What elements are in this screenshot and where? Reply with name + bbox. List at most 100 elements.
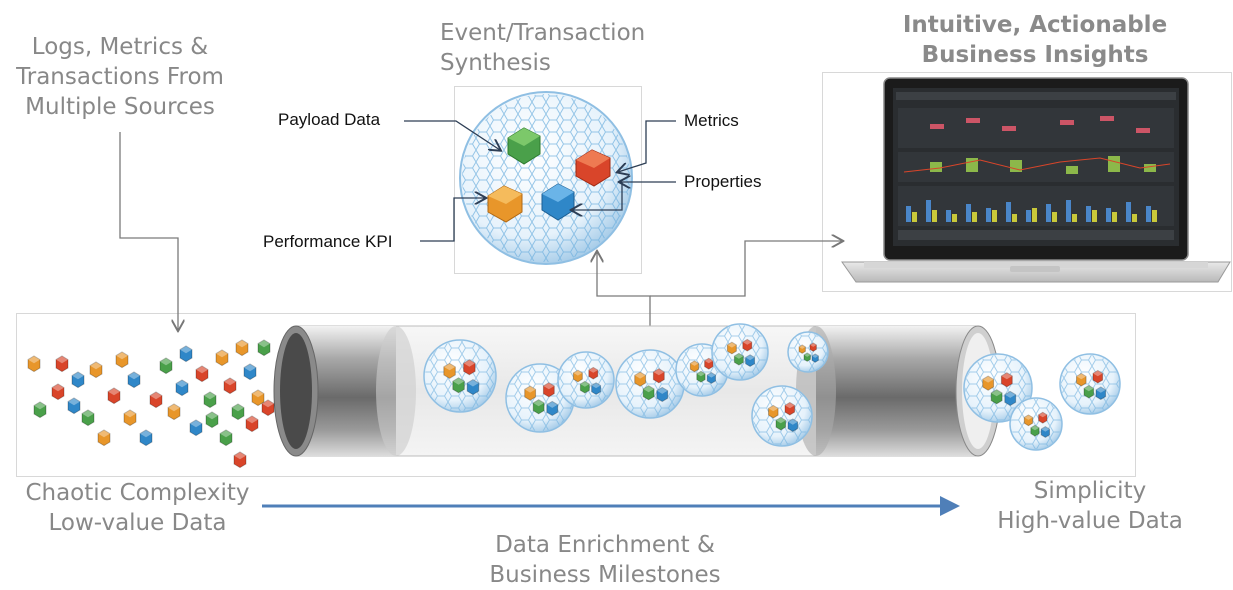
cube-icon: [33, 401, 47, 419]
enrichment-label: Data Enrichment & Business Milestones: [489, 532, 721, 588]
cube-icon: [532, 399, 545, 415]
cube-icon: [452, 377, 465, 394]
data-sphere-icon: [423, 339, 497, 413]
simplicity-label: Simplicity High-value Data: [997, 478, 1183, 534]
cube-icon: [1040, 426, 1051, 438]
cube-icon: [51, 383, 65, 401]
cube-icon: [982, 375, 995, 391]
cube-icon: [1023, 414, 1034, 427]
cube-icon: [215, 349, 229, 367]
cube-icon: [542, 382, 555, 398]
data-sphere-icon: [557, 351, 615, 409]
cube-icon: [579, 380, 590, 394]
cube-icon: [1092, 369, 1104, 384]
pipeline-spheres: [423, 323, 1121, 451]
synthesis-sphere: [459, 91, 633, 265]
cube-icon: [745, 354, 756, 368]
cube-icon: [733, 352, 744, 366]
cube-icon: [179, 345, 193, 363]
cube-icon: [55, 355, 69, 373]
cube-icon: [67, 397, 81, 415]
cube-green: [507, 127, 541, 165]
payload-data-callout: Payload Data: [278, 110, 381, 129]
properties-callout: Properties: [684, 172, 762, 191]
cube-icon: [127, 371, 141, 389]
cube-icon: [123, 409, 137, 427]
cube-icon: [572, 369, 583, 383]
synthesis-label: Event/Transaction Synthesis: [440, 20, 646, 76]
data-sphere-icon: [615, 349, 685, 419]
cube-icon: [726, 341, 737, 355]
cube-icon: [656, 386, 669, 403]
cube-icon: [219, 429, 233, 447]
cube-icon: [107, 387, 121, 405]
cube-icon: [546, 400, 559, 417]
cube-icon: [443, 362, 456, 379]
cube-icon: [1076, 372, 1087, 387]
cube-icon: [704, 357, 714, 370]
performance-kpi-callout: Performance KPI: [263, 232, 393, 251]
cube-icon: [1095, 386, 1107, 401]
sources-label: Logs, Metrics & Transactions From Multip…: [16, 34, 224, 120]
cube-icon: [261, 399, 275, 417]
data-sphere-icon: [751, 385, 813, 447]
cube-icon: [231, 403, 245, 421]
cube-icon: [235, 339, 249, 357]
data-sphere-icon: [711, 323, 769, 381]
cube-icon: [742, 338, 753, 352]
cube-icon: [159, 357, 173, 375]
cube-icon: [1030, 424, 1040, 437]
callout-lines: [404, 120, 676, 242]
cube-icon: [189, 419, 203, 437]
cube-icon: [223, 377, 237, 395]
cube-icon: [245, 415, 259, 433]
cube-icon: [803, 352, 811, 362]
cube-icon: [588, 366, 599, 380]
cube-icon: [97, 429, 111, 447]
dashboard-screen: [896, 92, 1176, 240]
cube-icon: [809, 342, 817, 352]
cube-blue: [541, 183, 575, 221]
chaotic-label: Chaotic Complexity Low-value Data: [25, 480, 250, 536]
cube-icon: [775, 416, 787, 431]
cube-icon: [1083, 384, 1095, 399]
cube-icon: [689, 360, 700, 373]
cube-icon: [175, 379, 189, 397]
cube-icon: [466, 379, 480, 396]
metrics-callout: Metrics: [684, 111, 739, 130]
cube-icon: [990, 389, 1003, 405]
cube-icon: [89, 361, 103, 379]
cube-icon: [243, 363, 257, 381]
scattered-cubes: [27, 339, 275, 469]
cube-icon: [1000, 372, 1013, 388]
cube-red: [575, 149, 611, 187]
cube-icon: [1004, 390, 1017, 407]
cube-icon: [642, 385, 655, 401]
cube-icon: [139, 429, 153, 447]
cube-icon: [81, 409, 95, 427]
data-sphere-icon: [963, 353, 1033, 423]
cube-icon: [706, 372, 717, 384]
cube-icon: [251, 389, 265, 407]
data-sphere-icon: [1009, 397, 1063, 451]
cube-icon: [524, 385, 537, 401]
cube-icon: [257, 339, 271, 357]
cube-icon: [652, 368, 665, 384]
cube-icon: [634, 371, 647, 387]
cube-icon: [205, 411, 219, 429]
cube-icon: [71, 371, 85, 389]
cube-icon: [1038, 411, 1048, 424]
cube-icon: [463, 359, 476, 376]
cube-icon: [233, 451, 247, 469]
cube-icon: [787, 418, 799, 433]
cube-icon: [203, 391, 217, 409]
data-sphere-icon: [1059, 353, 1121, 415]
cube-icon: [167, 403, 181, 421]
cube-icon: [696, 370, 706, 383]
cube-icon: [195, 365, 209, 383]
cube-orange: [487, 185, 523, 223]
cube-icon: [591, 382, 602, 396]
cube-icon: [768, 404, 779, 419]
insights-label: Intuitive, Actionable Business Insights: [902, 12, 1168, 68]
